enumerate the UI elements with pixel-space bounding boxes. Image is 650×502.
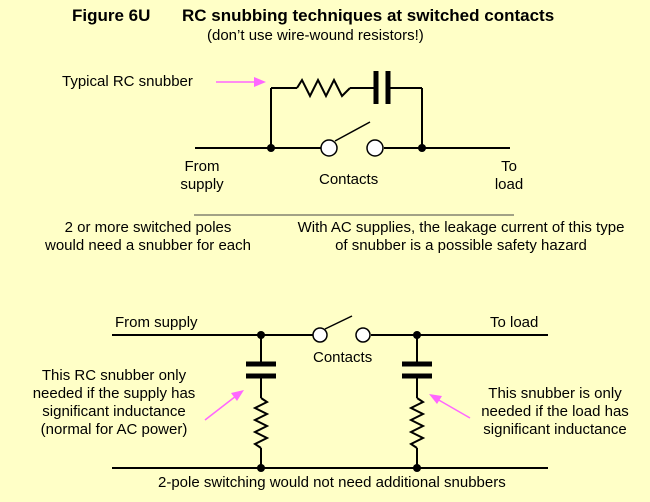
top-capacitor: [373, 71, 391, 104]
snubber-label: Typical RC snubber: [62, 73, 193, 90]
note-load-snubber: This snubber is only needed if the load …: [481, 385, 629, 438]
bottom-main-wire: [112, 334, 548, 469]
junction-dot: [257, 464, 265, 472]
figure-title: RC snubbing techniques at switched conta…: [182, 6, 555, 25]
figure-number: Figure 6U: [72, 6, 151, 25]
note-two-pole: 2-pole switching would not need addition…: [158, 474, 506, 491]
pointer-arrow-right-snubber: [429, 394, 471, 419]
right-resistor: [408, 397, 426, 449]
right-snubber: [402, 335, 432, 468]
note-leakage-hazard: With AC supplies, the leakage current of…: [297, 219, 625, 254]
junction-dot: [418, 144, 426, 152]
pointer-arrow-left-snubber: [204, 390, 244, 421]
top-switch: [320, 121, 384, 157]
junction-dot: [267, 144, 275, 152]
left-resistor: [252, 397, 270, 449]
bottom-contacts-label: Contacts: [313, 349, 373, 366]
left-snubber: [246, 335, 276, 468]
top-snubber-branch: [270, 77, 423, 148]
junction-dot: [413, 464, 421, 472]
pointer-arrow-snubber: [216, 77, 266, 87]
to-load-label: To load: [494, 158, 524, 193]
junction-dot: [413, 331, 421, 339]
contacts-label: Contacts: [319, 171, 379, 188]
from-supply-label: From supply: [180, 158, 224, 193]
bottom-switch: [312, 315, 371, 343]
bottom-from-supply-label: From supply: [115, 314, 198, 331]
junction-dot: [257, 331, 265, 339]
note-supply-snubber: This RC snubber only needed if the suppl…: [32, 367, 196, 438]
note-switched-poles: 2 or more switched poles would need a sn…: [45, 219, 251, 254]
figure-subtitle: (don’t use wire-wound resistors!): [207, 27, 424, 44]
top-resistor: [296, 77, 351, 99]
bottom-to-load-label: To load: [490, 314, 539, 331]
